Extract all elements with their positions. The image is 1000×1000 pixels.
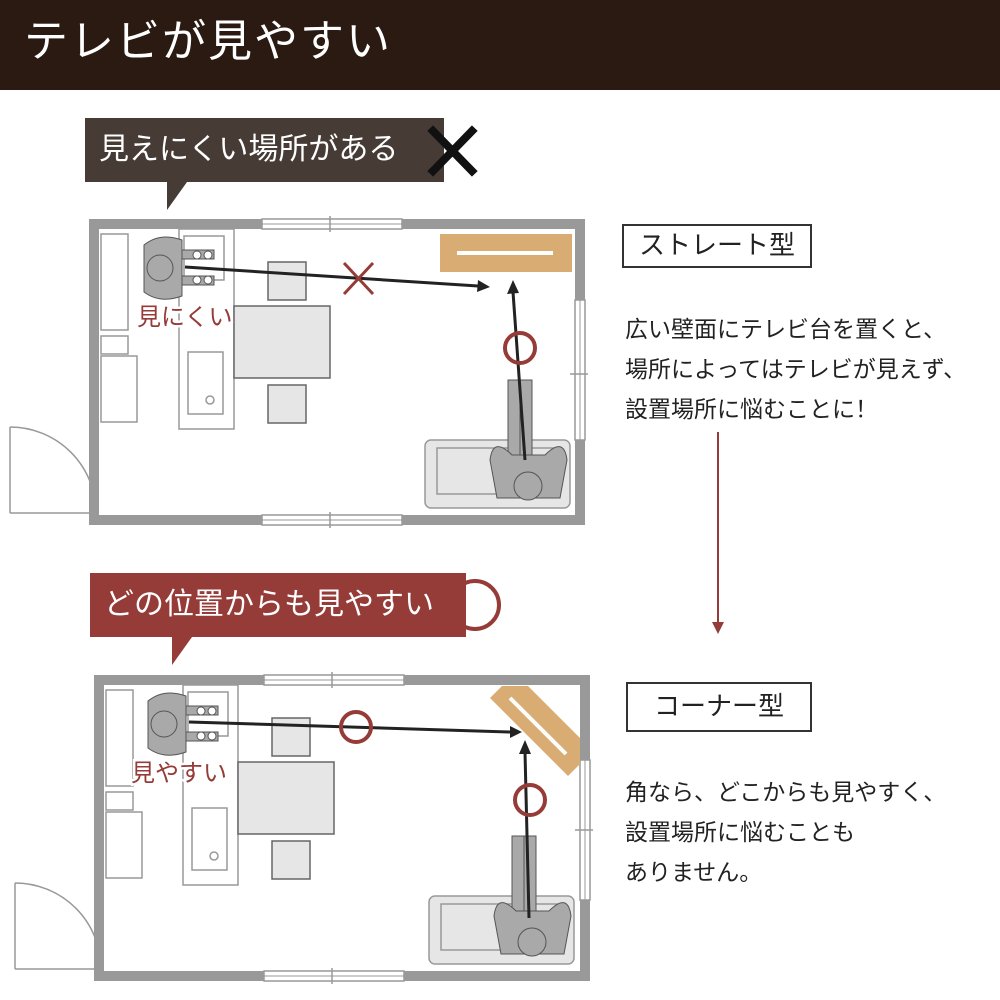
page-title: テレビが見やすい — [24, 16, 392, 67]
blocked-mark-icon — [342, 261, 375, 296]
description-line: 角なら、どこからも見やすく、 — [625, 780, 947, 806]
callout-bad-text: 見えにくい場所がある — [99, 132, 399, 167]
header-bar: テレビが見やすい — [0, 0, 1000, 90]
floor-plan-straight: 見にくい — [9, 216, 588, 528]
description-line: 設置場所に悩むことに！ — [625, 397, 878, 423]
callout-tail — [172, 637, 192, 665]
cross-mark-icon — [427, 125, 478, 177]
window — [261, 216, 588, 528]
dining-set — [237, 717, 335, 880]
sight-line-kitchen — [184, 265, 490, 292]
callout-tail — [167, 182, 187, 210]
viewer-label: 見にくい — [137, 303, 233, 331]
sight-line-sofa — [507, 280, 527, 461]
cabinets — [105, 689, 143, 879]
ok-mark-icon — [503, 331, 537, 365]
kitchen-counter — [182, 684, 239, 886]
kitchen-counter — [178, 228, 235, 430]
callout-bad: 見えにくい場所がある — [85, 118, 444, 210]
door — [14, 882, 102, 970]
dining-set — [233, 261, 331, 424]
flow-arrow — [712, 432, 724, 634]
person-sofa — [493, 835, 572, 957]
description-line: ありません。 — [625, 860, 763, 886]
viewer-label: 見やすい — [131, 759, 227, 787]
type-label-corner: コーナー型 — [626, 682, 812, 732]
sight-line-kitchen — [188, 720, 522, 738]
callout-good: どの位置からも見やすい — [90, 573, 466, 665]
tv-stand — [440, 234, 572, 272]
description-line: 広い壁面にテレビ台を置くと、 — [625, 317, 947, 343]
cabinets — [100, 233, 138, 423]
window — [263, 672, 593, 984]
description-line: 場所によってはテレビが見えず、 — [625, 357, 967, 383]
floor-plan-corner: 見やすい — [14, 672, 593, 984]
description-line: 設置場所に悩むことも — [625, 820, 855, 846]
type-label-straight: ストレート型 — [622, 224, 812, 268]
ok-mark-icon — [513, 783, 547, 817]
person-kitchen — [143, 236, 215, 300]
tv-stand-corner — [490, 686, 580, 776]
sight-line-sofa — [519, 740, 531, 919]
callout-good-text: どの位置からも見やすい — [104, 587, 434, 622]
description-corner: 角なら、どこからも見やすく、 設置場所に悩むことも ありません。 — [625, 773, 946, 893]
ok-mark-icon — [339, 710, 373, 744]
person-kitchen — [147, 692, 219, 756]
door — [9, 426, 97, 514]
description-straight: 広い壁面にテレビ台を置くと、 場所によってはテレビが見えず、 設置場所に悩むこと… — [625, 310, 966, 430]
